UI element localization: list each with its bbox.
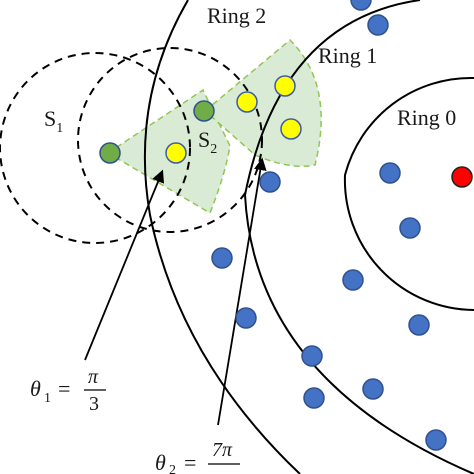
blue-node bbox=[303, 387, 325, 409]
theta1-equals: = bbox=[58, 376, 70, 401]
s1-label: S1 bbox=[44, 106, 63, 136]
blue-node bbox=[425, 429, 447, 451]
red-node bbox=[451, 166, 473, 188]
yellow-node bbox=[165, 142, 187, 164]
theta1-denominator: 3 bbox=[89, 393, 99, 415]
blue-node bbox=[211, 247, 233, 269]
theta1-arrow bbox=[84, 169, 165, 361]
theta2-numerator: 7π bbox=[212, 439, 233, 461]
theta1-subscript: 1 bbox=[44, 391, 51, 406]
theta1-numerator: π bbox=[88, 366, 99, 388]
ring-1-arc bbox=[243, 0, 474, 474]
s1-subscript: 1 bbox=[56, 121, 63, 136]
blue-node bbox=[235, 307, 257, 329]
yellow-node bbox=[274, 75, 296, 97]
s2-letter: S bbox=[198, 127, 210, 152]
theta2-symbol: θ bbox=[155, 450, 166, 474]
coverage-circle-s2 bbox=[77, 47, 263, 233]
ring-0-label: Ring 0 bbox=[397, 105, 456, 130]
nodes-layer bbox=[99, 0, 473, 451]
blue-node bbox=[342, 269, 364, 291]
theta2-subscript: 2 bbox=[169, 463, 176, 474]
yellow-node bbox=[280, 118, 302, 140]
theta2-equals: = bbox=[184, 450, 196, 474]
green-node bbox=[193, 100, 215, 122]
blue-node bbox=[367, 14, 389, 36]
blue-node bbox=[379, 162, 401, 184]
blue-node bbox=[350, 0, 372, 11]
blue-node bbox=[399, 217, 421, 239]
blue-node bbox=[362, 378, 384, 400]
ring-0-arc bbox=[343, 76, 474, 311]
s2-subscript: 2 bbox=[210, 142, 217, 157]
blue-node bbox=[408, 314, 430, 336]
green-node bbox=[99, 142, 121, 164]
ring-2-arc bbox=[143, 0, 301, 474]
ring-1-label: Ring 1 bbox=[318, 43, 377, 68]
blue-node bbox=[259, 171, 281, 193]
theta1-symbol: θ bbox=[30, 376, 41, 401]
ring-2-label: Ring 2 bbox=[207, 3, 266, 28]
yellow-node bbox=[236, 91, 258, 113]
coverage-circle-s1 bbox=[0, 52, 191, 244]
s1-letter: S bbox=[44, 106, 56, 131]
blue-node bbox=[301, 345, 323, 367]
theta2-arrow bbox=[217, 157, 267, 426]
s2-label: S2 bbox=[198, 127, 217, 157]
